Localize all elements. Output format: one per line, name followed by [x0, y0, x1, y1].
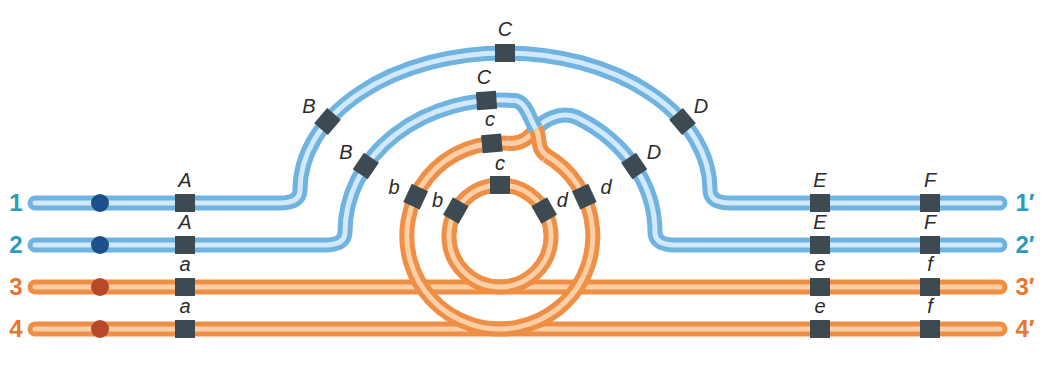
gene-label: e [814, 296, 825, 316]
gene-label: A [178, 212, 191, 232]
gene-label: D [647, 142, 661, 162]
gene-label: B [302, 96, 315, 116]
gene-label: E [813, 212, 826, 232]
gene-label: c [495, 153, 505, 173]
gene-label: f [927, 296, 933, 316]
gene-label: d [557, 190, 568, 210]
gene-label: A [178, 170, 191, 190]
chromatid-number: 1′ [1015, 191, 1034, 215]
gene-label: d [600, 177, 611, 197]
gene-label: b [388, 177, 399, 197]
gene-label: F [924, 212, 936, 232]
chromatid-number: 3′ [1015, 275, 1034, 299]
gene-label: b [432, 190, 443, 210]
chromatid-number: 3 [9, 275, 22, 299]
gene-label: f [927, 254, 933, 274]
blue-chromatids [35, 53, 1000, 245]
gene-label: D [694, 96, 708, 116]
chromatid-number: 4 [9, 317, 22, 341]
gene-label: a [179, 254, 190, 274]
gene-bands [175, 53, 940, 329]
gene-label: a [179, 296, 190, 316]
gene-label: B [339, 142, 352, 162]
gene-label: C [477, 67, 491, 87]
gene-label: E [813, 170, 826, 190]
chromatid-number: 2′ [1015, 233, 1034, 257]
orange-chromatids [35, 143, 1000, 329]
gene-label: F [924, 170, 936, 190]
gene-label: c [485, 109, 495, 129]
chromatid-number: 2 [9, 233, 22, 257]
chromatid-number: 1 [9, 191, 22, 215]
crossover [508, 100, 577, 155]
gene-label: e [814, 254, 825, 274]
centromeres [91, 194, 109, 338]
chromatid-number: 4′ [1015, 317, 1034, 341]
gene-label: C [498, 19, 512, 39]
